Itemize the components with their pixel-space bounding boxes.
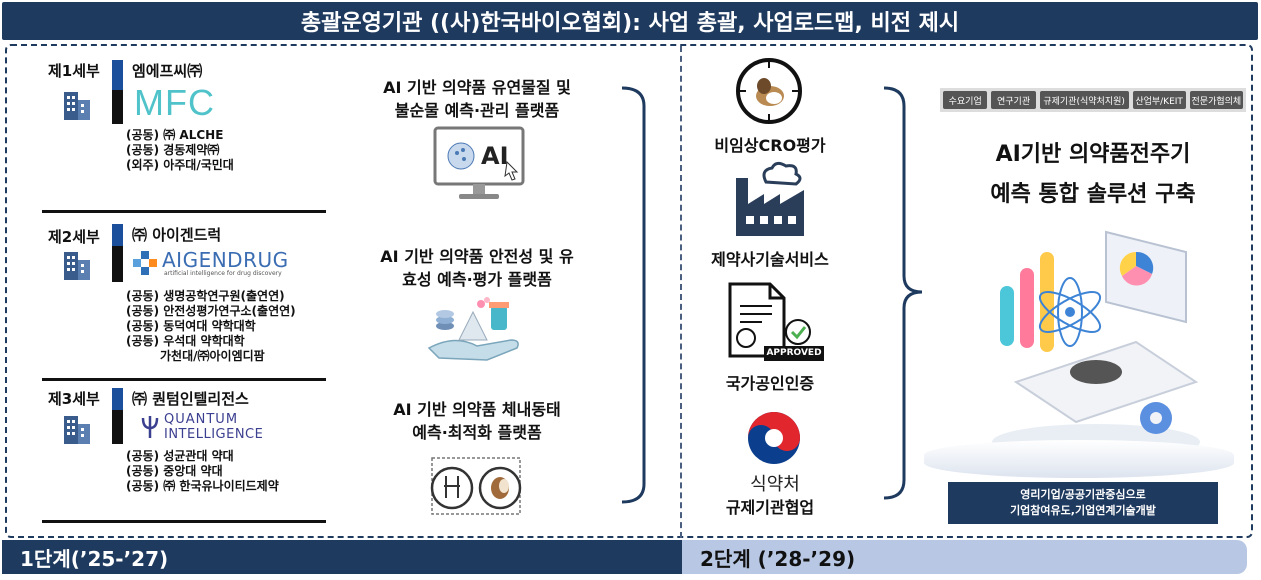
factory-icon	[736, 161, 804, 236]
divider	[42, 378, 326, 381]
bracket-left	[621, 86, 646, 504]
tag: 연구기관	[991, 91, 1036, 109]
platform-base	[924, 440, 1234, 478]
accent-bar	[112, 246, 123, 282]
stage-2-bar: 2단계 (’28-’29)	[682, 540, 1247, 574]
ministry-name: 식약처	[750, 474, 800, 495]
quantum-logo: QUANTUM	[164, 412, 239, 427]
approved-stamp: APPROVED	[766, 348, 822, 358]
mfds-emblem-icon	[748, 412, 800, 464]
ai-screen-text: AI	[481, 142, 509, 170]
divider	[42, 520, 326, 523]
building-icon	[64, 92, 90, 120]
mfc-logo: MFC	[134, 82, 215, 123]
tag: 산업부/KEIT	[1132, 91, 1186, 109]
tag: 규제기관(식약처지원)	[1039, 91, 1129, 109]
collaborator: (공동) 중앙대 약대	[126, 464, 223, 478]
phase-divider	[680, 46, 682, 538]
dog-clock-icon	[736, 58, 802, 124]
company-name: 엠에프씨㈜	[132, 62, 203, 80]
item-national-cert: 국가공인인증	[725, 374, 815, 393]
tag: 전문가협의체	[1189, 91, 1243, 109]
collaborator: (공동) 동덕여대 약학대학	[126, 319, 256, 333]
stakeholder-tag-row: 수요기업 연구기관 규제기관(식약처지원) 산업부/KEIT 전문가협의체	[940, 88, 1246, 112]
aigendrug-tagline: artificial intelligence for drug discove…	[164, 270, 282, 277]
company-name: ㈜ 퀀텀인텔리전스	[132, 390, 249, 408]
collaborator: (공동) 성균관대 약대	[126, 449, 234, 463]
collaborator: 가천대/㈜아이엠디팜	[160, 349, 265, 363]
collaborator: (공동) 우석대 약학대학	[126, 334, 245, 348]
collaborator: (공동) ㈜ ALCHE	[126, 128, 224, 142]
aigendrug-logo-icon	[133, 251, 157, 275]
accent-bar	[112, 410, 123, 444]
collaborator: (공동) 안전성평가연구소(출연연)	[126, 304, 296, 318]
accent-bar	[112, 60, 123, 90]
building-icon	[64, 252, 90, 280]
accent-bar	[112, 388, 123, 410]
tag: 수요기업	[943, 91, 988, 109]
item-nonclinical-cro: 비임상CRO평가	[714, 136, 826, 155]
collaborator: (공동) 생명공학연구원(출연연)	[126, 289, 285, 303]
quantum-logo: INTELLIGENCE	[164, 427, 264, 442]
fold-3-label: 제3세부	[48, 390, 100, 408]
collaborator: (외주) 아주대/국민대	[126, 158, 234, 172]
page-title: 총괄운영기관 ((사)한국바이오협회): 사업 총괄, 사업로드맵, 비전 제시	[2, 2, 1258, 40]
divider	[42, 210, 326, 213]
collaborator: (공동) ㈜ 한국유나이티드제약	[126, 479, 279, 493]
building-icon	[64, 416, 90, 444]
item-pharma-tech-service: 제약사기술서비스	[711, 250, 829, 269]
pk-flow-icon	[430, 457, 522, 515]
item-regulator-collab: 규제기관협업	[725, 498, 815, 517]
fold-2-label: 제2세부	[48, 228, 100, 246]
analytics-platform-icon	[992, 230, 1200, 460]
solution-title-line1: AI기반 의약품전주기	[995, 142, 1191, 167]
solution-title-line2: 예측 통합 솔루션 구축	[990, 182, 1196, 207]
certificate-icon	[728, 282, 824, 361]
accent-bar	[112, 224, 123, 246]
aigendrug-logo: AIGENDRUG	[162, 248, 289, 272]
accent-bar	[112, 90, 123, 124]
stage-1-bar: 1단계(’25-’27)	[2, 540, 682, 574]
collaborator: (공동) 경동제약㈜	[126, 143, 220, 157]
quantum-logo-icon	[141, 416, 159, 438]
fold-1-label: 제1세부	[48, 62, 100, 80]
bracket-right	[883, 86, 923, 500]
hand-pills-icon	[427, 297, 519, 361]
company-name: ㈜ 아이겐드럭	[132, 226, 222, 244]
ai-monitor-icon	[433, 126, 525, 199]
content-frame	[5, 44, 1253, 538]
